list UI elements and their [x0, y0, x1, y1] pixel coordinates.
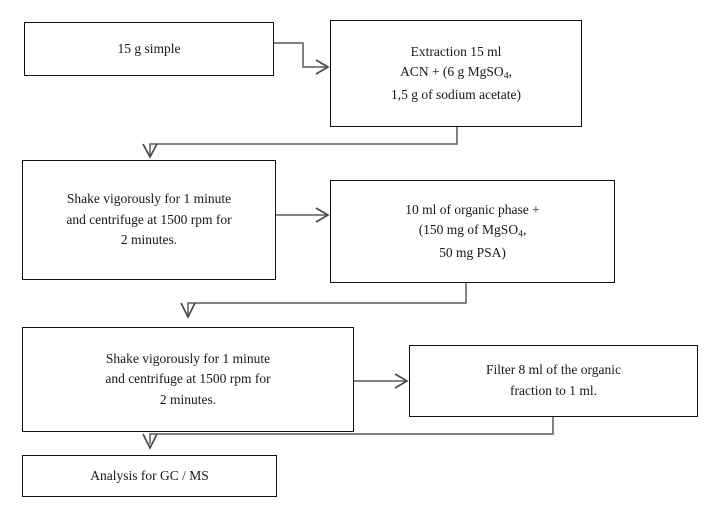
edge-shake2-to-filter-arrowhead-icon — [394, 373, 409, 389]
edge-filter-to-analysis — [142, 417, 554, 450]
edge-sample-to-extraction-arrowhead-icon — [315, 59, 330, 75]
organic-phase-cleanup-box-line-1: 10 ml of organic phase + — [405, 201, 540, 217]
shake-centrifuge-box-2: Shake vigorously for 1 minute and centrif… — [22, 327, 354, 432]
filter-box-line-1: Filter 8 ml of the organic — [485, 362, 622, 378]
edge-shake2-to-filter — [354, 373, 409, 389]
analysis-box-line-1: Analysis for GC / MS — [90, 467, 209, 483]
shake-centrifuge-box-1-line-3: 2 minutes. — [120, 232, 178, 248]
extraction-box-line-2: ACN + (6 g MgSO4, — [400, 64, 512, 82]
edge-filter-to-analysis-arrowhead-icon — [142, 433, 158, 450]
sample-box: 15 g simple — [24, 22, 274, 76]
organic-phase-cleanup-box: 10 ml of organic phase + (150 mg of MgSO4… — [330, 180, 615, 283]
organic-phase-cleanup-box-line-3: 50 mg PSA) — [439, 244, 506, 260]
extraction-box-line-1: Extraction 15 ml — [410, 43, 502, 59]
extraction-box: Extraction 15 ml ACN + (6 g MgSO4, 1,5 g o… — [330, 20, 582, 127]
edge-cleanup-to-shake2-arrowhead-icon — [180, 302, 196, 319]
organic-phase-cleanup-box-line-2: (150 mg of MgSO4, — [418, 222, 527, 240]
edge-sample-to-extraction-line — [274, 42, 327, 68]
shake-centrifuge-box-2-line-1: Shake vigorously for 1 minute — [105, 350, 271, 366]
edge-shake1-to-cleanup — [276, 207, 330, 223]
edge-cleanup-to-shake2-line — [187, 283, 467, 315]
edge-shake1-to-cleanup-arrowhead-icon — [315, 207, 330, 223]
edge-filter-to-analysis-line — [149, 417, 554, 444]
edge-extraction-to-shake1-arrowhead-icon — [142, 143, 158, 159]
edge-cleanup-to-shake2 — [180, 283, 467, 319]
shake-centrifuge-box-1: Shake vigorously for 1 minute and centrif… — [22, 160, 276, 280]
filter-box: Filter 8 ml of the organic fraction to 1 … — [409, 345, 698, 417]
edge-extraction-to-shake1 — [142, 127, 458, 159]
analysis-box: Analysis for GC / MS — [22, 455, 277, 497]
sample-box-line-1: 15 g simple — [117, 40, 181, 56]
shake-centrifuge-box-1-line-1: Shake vigorously for 1 minute — [66, 191, 232, 207]
shake-centrifuge-box-2-line-2: and centrifuge at 1500 rpm for — [105, 371, 271, 387]
shake-centrifuge-box-1-line-2: and centrifuge at 1500 rpm for — [66, 211, 232, 227]
shake-centrifuge-box-2-line-3: 2 minutes. — [159, 391, 217, 407]
filter-box-line-2: fraction to 1 ml. — [510, 383, 597, 398]
edge-extraction-to-shake1-line — [149, 127, 458, 155]
extraction-box-line-3: 1,5 g of sodium acetate) — [390, 86, 522, 102]
edge-sample-to-extraction — [274, 42, 330, 75]
